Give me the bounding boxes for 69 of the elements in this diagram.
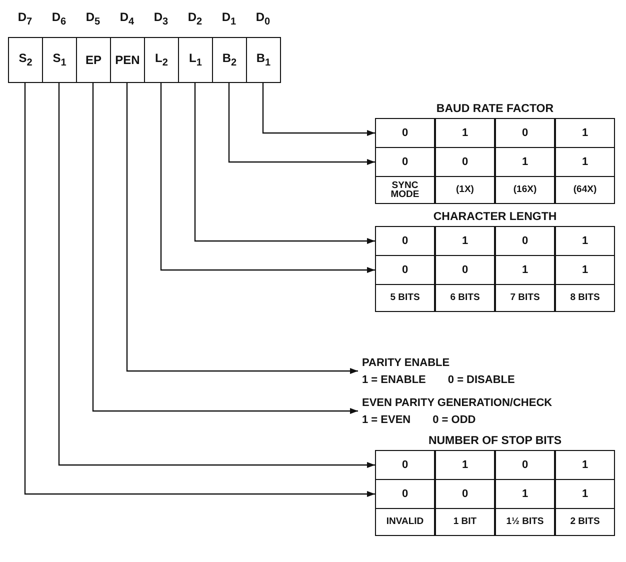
table-cell: 1½ BITS — [495, 508, 555, 536]
bit-number-label: D$_{2}$ — [186, 10, 204, 28]
table-cell: (1X) — [435, 176, 495, 204]
table-cell: (16X) — [495, 176, 555, 204]
bit-number-label: D$_{4}$ — [118, 10, 136, 28]
arrow — [160, 83, 375, 273]
table-cell: 1 — [555, 226, 615, 256]
note-text: 0 = ODD — [432, 414, 476, 427]
bit-number-label: D$_{1}$ — [220, 10, 238, 28]
table-cell: (64X) — [555, 176, 615, 204]
bit-number-label: D$_{3}$ — [152, 10, 170, 28]
table-cell: 0 — [375, 147, 435, 177]
table-cell: 0 — [375, 255, 435, 285]
bit-cell: L$_{1}$ — [178, 37, 213, 83]
note-text: 0 = DISABLE — [448, 374, 515, 387]
table-cell: 0 — [375, 450, 435, 480]
table-cell: 1 — [555, 479, 615, 509]
arrow — [262, 83, 375, 136]
bit-cell: L$_{2}$ — [144, 37, 179, 83]
table-cell: 0 — [375, 479, 435, 509]
arrow — [228, 83, 375, 165]
table-cell: 0 — [375, 118, 435, 148]
table-cell: INVALID — [375, 508, 435, 536]
table-cell: 1 — [555, 255, 615, 285]
table-cell: 1 — [435, 226, 495, 256]
table-cell: SYNC MODE — [375, 176, 435, 204]
table-cell: 0 — [495, 450, 555, 480]
bit-number-label: D$_{7}$ — [16, 10, 34, 28]
table-cell: 0 — [435, 479, 495, 509]
table-cell: 0 — [435, 255, 495, 285]
bit-number-label: D$_{6}$ — [50, 10, 68, 28]
table-cell: 1 — [555, 147, 615, 177]
table-cell: 6 BITS — [435, 284, 495, 312]
table-cell: 0 — [495, 226, 555, 256]
arrow — [92, 83, 358, 414]
bit-cell: S$_{1}$ — [42, 37, 77, 83]
table-cell: 0 — [375, 226, 435, 256]
table-cell: 1 BIT — [435, 508, 495, 536]
table-cell: 5 BITS — [375, 284, 435, 312]
note-heading: PARITY ENABLE — [362, 357, 451, 370]
table-cell: 1 — [435, 450, 495, 480]
note-heading: EVEN PARITY GENERATION/CHECK — [362, 397, 552, 410]
table-heading: NUMBER OF STOP BITS — [427, 435, 563, 449]
table-cell: 1 — [555, 450, 615, 480]
table-cell: 1 — [495, 479, 555, 509]
table-cell: 8 BITS — [555, 284, 615, 312]
note-text: 1 = ENABLE — [362, 374, 426, 387]
table-cell: 1 — [555, 118, 615, 148]
arrow — [194, 83, 375, 244]
table-cell: 2 BITS — [555, 508, 615, 536]
bit-cell: PEN — [110, 37, 145, 83]
bit-number-label: D$_{5}$ — [84, 10, 102, 28]
arrow — [58, 83, 375, 468]
table-cell: 1 — [435, 118, 495, 148]
note-text: 1 = EVEN — [362, 414, 411, 427]
table-heading: CHARACTER LENGTH — [432, 211, 558, 225]
bit-cell: B$_{1}$ — [246, 37, 281, 83]
table-heading: BAUD RATE FACTOR — [435, 103, 555, 117]
arrow — [126, 83, 358, 374]
table-cell: 1 — [495, 147, 555, 177]
table-cell: 0 — [495, 118, 555, 148]
table-cell: 1 — [495, 255, 555, 285]
bit-cell: S$_{2}$ — [8, 37, 43, 83]
bit-number-label: D$_{0}$ — [254, 10, 272, 28]
arrow — [24, 83, 375, 497]
bit-cell: EP — [76, 37, 111, 83]
bit-cell: B$_{2}$ — [212, 37, 247, 83]
table-cell: 0 — [435, 147, 495, 177]
table-cell: 7 BITS — [495, 284, 555, 312]
